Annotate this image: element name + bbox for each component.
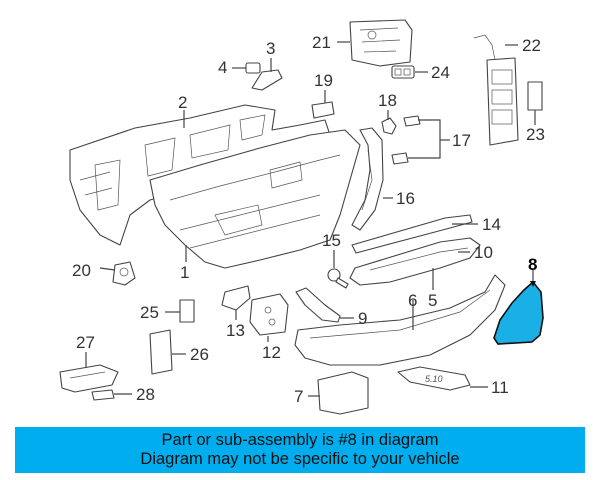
callout-8: 8 bbox=[528, 255, 537, 274]
callout-6: 6 bbox=[408, 291, 417, 310]
banner-line-2: Diagram may not be specific to your vehi… bbox=[140, 450, 460, 468]
banner-line-1: Part or sub-assembly is #8 in diagram bbox=[161, 431, 439, 449]
callout-21: 21 bbox=[312, 33, 331, 52]
part-8-highlighted bbox=[493, 280, 544, 345]
part-21-lock-module bbox=[349, 19, 413, 67]
callout-7: 7 bbox=[294, 387, 303, 406]
part-26-module bbox=[149, 329, 173, 375]
part-25-connector bbox=[179, 299, 195, 323]
callout-24: 24 bbox=[431, 63, 450, 82]
part-11-sticker-text: 5.10 bbox=[425, 374, 443, 384]
part-20-speaker bbox=[112, 261, 136, 286]
part-13-bracket bbox=[221, 285, 251, 311]
leader-lines bbox=[85, 41, 536, 397]
part-18-fastener bbox=[381, 117, 397, 135]
part-4-clip bbox=[245, 62, 261, 74]
callout-26: 26 bbox=[190, 345, 209, 364]
part-6-lower-trim bbox=[294, 274, 506, 366]
parts-diagram: 5.10 bbox=[59, 19, 545, 415]
part-9-pull-handle bbox=[295, 287, 341, 323]
callout-5: 5 bbox=[428, 291, 437, 310]
callout-13: 13 bbox=[226, 321, 245, 340]
part-5-armrest bbox=[349, 237, 481, 286]
callout-14: 14 bbox=[482, 215, 501, 234]
part-24-switch bbox=[391, 65, 415, 79]
callout-23: 23 bbox=[526, 125, 545, 144]
callout-labels: 1 2 3 4 5 6 7 8 9 10 11 12 13 14 15 16 1… bbox=[72, 33, 545, 406]
part-17-screws bbox=[391, 115, 421, 165]
callout-16: 16 bbox=[396, 189, 415, 208]
callout-11: 11 bbox=[491, 378, 509, 397]
callout-3: 3 bbox=[266, 39, 275, 58]
part-27-door-handle bbox=[59, 364, 119, 393]
callout-9: 9 bbox=[358, 309, 367, 328]
part-3-handle bbox=[251, 69, 283, 91]
callout-20: 20 bbox=[72, 261, 91, 280]
info-banner: Part or sub-assembly is #8 in diagram Di… bbox=[15, 427, 585, 473]
callout-10: 10 bbox=[474, 243, 493, 262]
part-11-label-plate: 5.10 bbox=[397, 366, 471, 391]
part-22-switch-panel bbox=[473, 34, 519, 146]
callout-12: 12 bbox=[262, 343, 281, 362]
callout-22: 22 bbox=[522, 36, 541, 55]
part-28-cylinder bbox=[91, 389, 115, 401]
part-1-trim-panel bbox=[149, 129, 361, 269]
part-12-mechanism bbox=[249, 293, 289, 336]
callout-1: 1 bbox=[180, 263, 189, 282]
callout-28: 28 bbox=[136, 385, 155, 404]
callout-27: 27 bbox=[76, 333, 95, 352]
part-14-strip bbox=[351, 214, 473, 254]
part-16-pillar-trim bbox=[351, 127, 384, 231]
callout-4: 4 bbox=[218, 58, 227, 77]
part-7-pocket bbox=[317, 371, 369, 415]
callout-2: 2 bbox=[178, 93, 187, 112]
callout-19: 19 bbox=[314, 71, 333, 90]
part-19-clip bbox=[311, 101, 335, 119]
callout-18: 18 bbox=[378, 91, 397, 110]
callout-17: 17 bbox=[452, 131, 471, 150]
callout-25: 25 bbox=[140, 303, 159, 322]
part-15-bolt bbox=[327, 268, 349, 289]
callout-15: 15 bbox=[322, 231, 341, 250]
part-23-plate bbox=[527, 81, 543, 111]
